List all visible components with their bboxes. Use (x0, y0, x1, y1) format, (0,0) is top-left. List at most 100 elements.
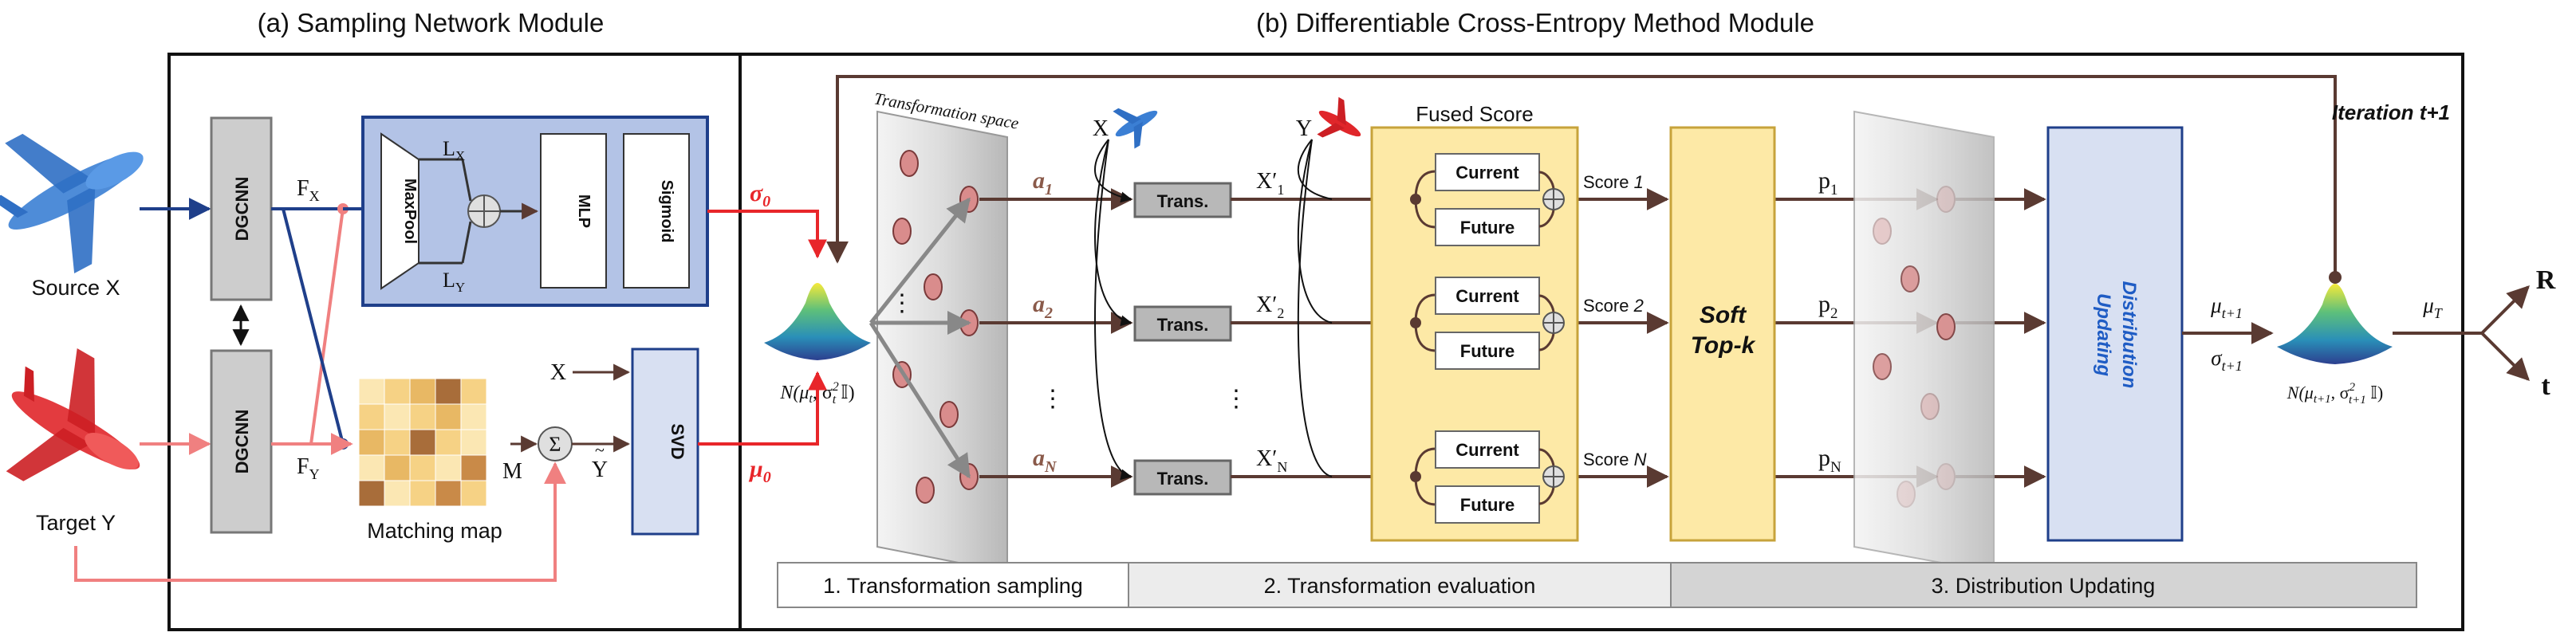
current-label: Current (1455, 440, 1519, 460)
matching-map-label: Matching map (367, 519, 502, 543)
matching-map-cell (384, 403, 411, 430)
svg-text:~: ~ (595, 440, 605, 460)
current-block (1435, 153, 1540, 191)
matching-map-cell (435, 480, 462, 507)
matching-map-cell (384, 378, 411, 405)
matching-map-cell (460, 378, 487, 405)
weighted-point (1920, 393, 1940, 420)
weighted-point (1936, 463, 1956, 490)
gaussian-right-icon (2277, 284, 2393, 364)
matching-map-cell (460, 480, 487, 507)
matching-map-cell (409, 403, 436, 430)
sigmoid-block (623, 133, 690, 289)
matching-map (358, 378, 487, 507)
stage-label-2: 2. Transformation evaluation (1264, 574, 1536, 598)
svg-text:⋮: ⋮ (1224, 386, 1248, 412)
matching-map-cell (384, 429, 411, 456)
maxpool-label: MaxPool (401, 179, 419, 244)
dgcnn-label-bottom: DGCNN (232, 410, 252, 474)
xprime-label: X′N (1256, 446, 1287, 475)
mlp-label: MLP (575, 194, 593, 228)
soft-topk-block (1669, 126, 1776, 542)
target-label: Target Y (36, 511, 116, 535)
stage-bar-3 (1670, 562, 2417, 608)
ly-label: LY (443, 269, 465, 295)
distribution-updating-block (2046, 126, 2184, 542)
weighted-point (1900, 265, 1920, 293)
a-label: aN (1033, 445, 1058, 476)
trans-block (1133, 305, 1232, 342)
svd-label: SVD (668, 423, 687, 459)
weighted-point (1897, 481, 1916, 508)
fx-label: FX (297, 176, 320, 204)
xprime-label: X′1 (1256, 169, 1284, 198)
fy-label: FY (297, 454, 320, 482)
sample-point (916, 477, 935, 504)
sigmoid-label: Sigmoid (658, 180, 676, 243)
matching-map-cell (460, 429, 487, 456)
source-airplane-small-icon (1113, 108, 1158, 149)
stage-label-1: 1. Transformation sampling (823, 574, 1083, 598)
y-tilde-label: Y (592, 457, 608, 482)
trans-label: Trans. (1157, 191, 1209, 211)
future-label: Future (1460, 218, 1514, 238)
a-label: a1 (1033, 167, 1053, 198)
trans-label: Trans. (1157, 469, 1209, 489)
source-airplane-icon (0, 133, 144, 273)
current-label: Current (1455, 163, 1519, 183)
mu-T-label: μT (2422, 293, 2444, 321)
fused-score-title: Fused Score (1416, 102, 1533, 126)
matching-map-cell (358, 480, 385, 507)
trans-label: Trans. (1157, 315, 1209, 335)
future-block (1435, 208, 1540, 246)
weighted-point (1873, 218, 1892, 245)
dcem-frame (739, 53, 2464, 631)
sample-point (939, 401, 959, 428)
future-label: Future (1460, 341, 1514, 361)
svd-block (631, 348, 699, 536)
lx-label: LX (443, 137, 465, 163)
iteration-label: Iteration t+1 (2332, 100, 2450, 124)
gaussian-left-icon (764, 283, 871, 360)
matching-map-cell (358, 454, 385, 481)
x-input-label: X (550, 360, 566, 385)
mu-t1-label: μt+1 (2210, 293, 2243, 321)
sample-point (900, 150, 919, 177)
score-label: Score 2 (1583, 296, 1644, 316)
matching-map-cell (409, 480, 436, 507)
weighted-point (1873, 353, 1892, 380)
xprime-label: X′2 (1256, 293, 1284, 321)
matching-map-cell (384, 480, 411, 507)
stage-bar-1 (777, 562, 1129, 608)
matching-map-cell (409, 378, 436, 405)
weighted-transformations (1873, 186, 1956, 508)
section-b-title: (b) Differentiable Cross-Entropy Method … (1256, 8, 1814, 37)
matching-map-cell (384, 454, 411, 481)
stage-bar-2 (1128, 562, 1672, 608)
matching-map-cell (358, 429, 385, 456)
transformation-space-panel (876, 110, 1008, 574)
svg-text:⋮: ⋮ (1041, 386, 1065, 412)
matching-map-cell (460, 403, 487, 430)
future-label: Future (1460, 495, 1514, 515)
current-block (1435, 277, 1540, 315)
mlp-block (540, 133, 607, 289)
weighted-space-panel (1853, 110, 1995, 574)
score-label: Score N (1583, 450, 1647, 469)
matching-map-cell (435, 454, 462, 481)
sigma0-label: σ0 (750, 180, 770, 210)
matching-map-cell (358, 378, 385, 405)
output-t: t (2541, 371, 2550, 401)
matching-map-cell (358, 403, 385, 430)
mu0-label: μ0 (748, 456, 771, 486)
matching-map-cell (435, 378, 462, 405)
matching-map-cell (460, 454, 487, 481)
matching-map-cell (435, 403, 462, 430)
y-top-label: Y (1296, 116, 1312, 141)
score-label: Score 1 (1583, 172, 1644, 192)
dgcnn-label-top: DGCNN (232, 177, 252, 242)
sigma-t1-label: σt+1 (2211, 346, 2242, 374)
